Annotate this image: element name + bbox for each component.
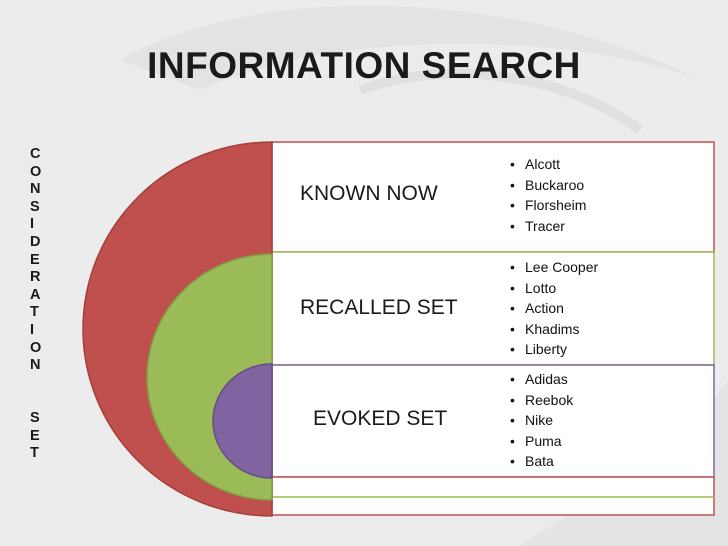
vertical-letter: T	[30, 445, 39, 462]
evoked-set-label: EVOKED SET	[313, 407, 448, 430]
vertical-letter: E	[30, 251, 40, 268]
brand-list-item: Adidas	[510, 369, 573, 390]
known-now-panel	[271, 141, 715, 253]
brand-list-item: Florsheim	[510, 195, 586, 216]
brand-list-item: Action	[510, 298, 598, 319]
vertical-letter: O	[30, 339, 42, 356]
brand-list-item: Buckaroo	[510, 175, 586, 196]
brand-list-item: Liberty	[510, 339, 598, 360]
vertical-letter: C	[30, 146, 41, 162]
vertical-letter: S	[30, 409, 40, 426]
brand-list-item: Lee Cooper	[510, 257, 598, 278]
recalled-set-label: RECALLED SET	[300, 296, 458, 319]
vertical-letter: D	[30, 233, 41, 250]
bottom-strip-panel	[271, 476, 715, 516]
inner-half-circle	[212, 363, 273, 479]
vertical-letter: I	[30, 216, 35, 233]
vertical-letter: I	[30, 321, 35, 338]
brand-list-item: Nike	[510, 410, 573, 431]
known-now-brand-list: AlcottBuckarooFlorsheimTracer	[510, 154, 586, 236]
vertical-letter: T	[30, 304, 39, 321]
evoked-set-brand-list: AdidasReebokNikePumaBata	[510, 369, 573, 472]
known-now-label: KNOWN NOW	[300, 182, 438, 205]
vertical-letter: R	[30, 269, 41, 286]
vertical-letter: A	[30, 286, 41, 303]
vertical-letter: N	[30, 357, 41, 374]
brand-list-item: Lotto	[510, 278, 598, 299]
brand-list-item: Khadims	[510, 319, 598, 340]
vertical-letter: N	[30, 181, 41, 198]
vertical-letter: S	[30, 198, 40, 215]
brand-list-item: Reebok	[510, 390, 573, 411]
brand-list-item: Tracer	[510, 216, 586, 237]
recalled-set-brand-list: Lee CooperLottoActionKhadimsLiberty	[510, 257, 598, 360]
vertical-letter: O	[30, 163, 42, 180]
vertical-letter: E	[30, 427, 40, 444]
brand-list-item: Puma	[510, 431, 573, 452]
brand-list-item: Bata	[510, 451, 573, 472]
page-title: INFORMATION SEARCH	[147, 45, 581, 86]
brand-list-item: Alcott	[510, 154, 586, 175]
